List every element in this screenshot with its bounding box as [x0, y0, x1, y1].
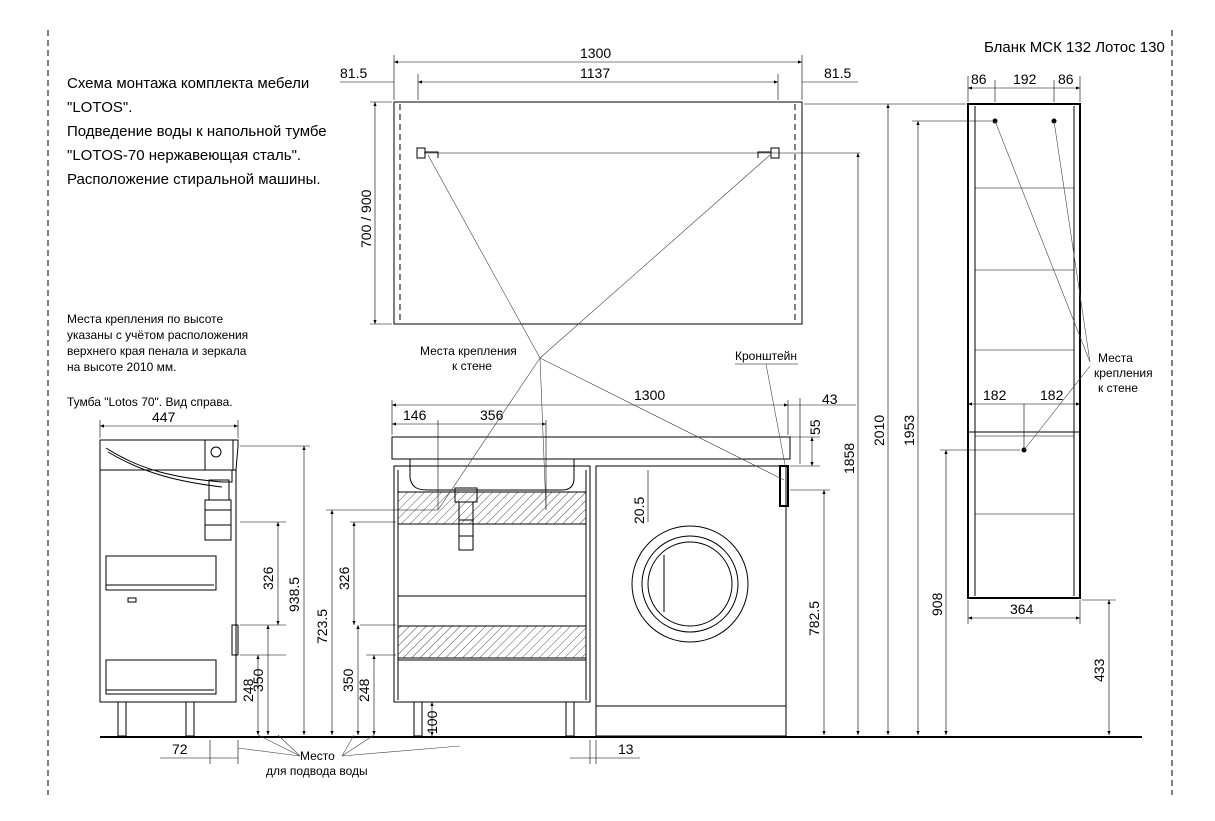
svg-text:Места крепления: Места крепления: [420, 344, 517, 358]
title-line: Схема монтажа комплекта мебели: [67, 75, 309, 92]
form-label: Бланк МСК 132 Лотос 130: [984, 39, 1165, 56]
side-view-label: Тумба "Lotos 70". Вид справа.: [67, 395, 233, 409]
dim-front-350: 350: [340, 668, 356, 692]
dim-tall-floor-gap: 433: [1091, 658, 1107, 682]
dim-tall-top-mid: 192: [1013, 71, 1037, 87]
dim-mirror-height: 700 / 900: [358, 189, 374, 248]
note-line: указаны с учётом расположения: [67, 328, 248, 342]
front-dimensions: 1300 146 356 43 55 326 350 248 723.5 100…: [314, 103, 992, 764]
note-line: Места крепления по высоте: [67, 312, 224, 326]
dim-front-146: 146: [403, 407, 427, 423]
dim-tall-height: 908: [929, 592, 945, 616]
water-supply-label: Место для подвода воды: [237, 734, 461, 778]
dim-mirror-left-offset: 81.5: [340, 65, 367, 81]
dim-front-55: 55: [807, 419, 823, 435]
svg-text:к стене: к стене: [452, 359, 492, 373]
tall-mount-label: Места крепления к стене: [994, 120, 1153, 451]
dim-front-13: 13: [618, 741, 634, 757]
title-line: Расположение стиральной машины.: [67, 171, 321, 188]
dim-front-248: 248: [356, 678, 372, 702]
svg-text:Место: Место: [300, 749, 335, 763]
dim-mirror-inner: 1137: [580, 65, 610, 81]
note-line: верхнего края пенала и зеркала: [67, 344, 247, 358]
title-line: Подведение воды к напольной тумбе: [67, 123, 327, 140]
dim-mirror-width: 1300: [580, 45, 611, 61]
note-block: Места крепления по высоте указаны с учёт…: [67, 312, 248, 409]
dim-height-2010: 2010: [871, 415, 887, 446]
bracket-label: Кронштейн: [735, 349, 798, 471]
svg-text:к стене: к стене: [1098, 381, 1138, 395]
dim-tall-mid-right: 182: [1040, 387, 1064, 403]
side-view-cabinet: [99, 439, 239, 737]
title-line: "LOTOS".: [67, 99, 132, 116]
dim-front-width: 1300: [634, 387, 665, 403]
tall-cabinet-dimensions: 86 192 86 182 182 364 908 433: [929, 71, 1116, 735]
dim-tall-mid-left: 182: [983, 387, 1007, 403]
front-cabinet: [391, 436, 791, 737]
dim-height-1953: 1953: [901, 415, 917, 446]
dim-side-326: 326: [260, 566, 276, 590]
mirror-dimensions: 1300 1137 81.5 81.5 700 / 900: [340, 45, 858, 325]
note-line: на высоте 2010 мм.: [67, 360, 176, 374]
dim-side-floor-offset: 72: [172, 741, 188, 757]
dim-side-938: 938.5: [286, 577, 302, 612]
dim-front-356: 356: [480, 407, 504, 423]
dim-front-7825: 782.5: [806, 601, 822, 636]
dim-mirror-right-offset: 81.5: [824, 65, 851, 81]
side-view-dimensions: 447 72 326 350 248 938.5: [99, 409, 310, 764]
title-block: Схема монтажа комплекта мебели "LOTOS". …: [67, 75, 327, 188]
dim-front-205: 20.5: [631, 497, 647, 524]
washing-machine: [595, 465, 789, 737]
dim-height-1858: 1858: [841, 443, 857, 474]
svg-text:Места: Места: [1098, 351, 1133, 365]
dim-front-100: 100: [424, 710, 440, 734]
dim-front-43: 43: [822, 391, 838, 407]
svg-text:крепления: крепления: [1094, 366, 1153, 380]
svg-text:Кронштейн: Кронштейн: [735, 349, 797, 363]
title-line: "LOTOS-70 нержавеющая сталь".: [67, 147, 301, 164]
dim-front-326: 326: [336, 566, 352, 590]
mounting-places-label: Места крепления к стене: [420, 154, 785, 511]
dim-tall-top-left: 86: [971, 71, 987, 87]
dim-side-depth: 447: [152, 409, 176, 425]
tall-cabinet: [967, 103, 1081, 599]
dim-side-248: 248: [240, 678, 256, 702]
dim-tall-width: 364: [1010, 601, 1034, 617]
dim-tall-top-right: 86: [1058, 71, 1074, 87]
mirror: [393, 101, 860, 325]
dim-front-7235: 723.5: [314, 609, 330, 644]
svg-text:для подвода воды: для подвода воды: [266, 764, 368, 778]
